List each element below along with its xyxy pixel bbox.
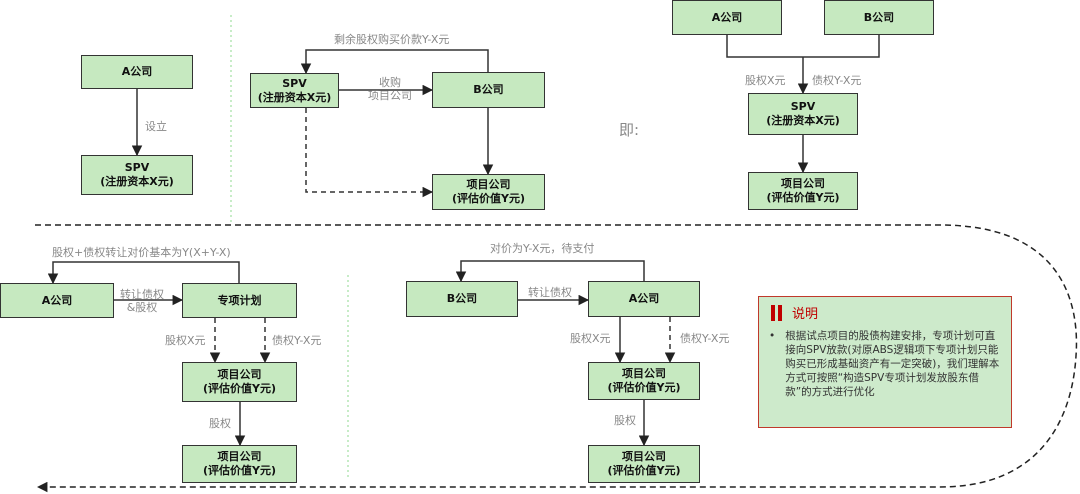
edge-label-line: 转让债权 [120, 288, 164, 301]
box-label: 项目公司 [622, 367, 666, 380]
spv-box: SPV(注册资本X元) [748, 93, 858, 135]
edge-label: 债权Y-X元 [272, 334, 322, 347]
edge-label-line: 收购 [379, 76, 401, 89]
box-label: A公司 [121, 65, 153, 78]
double-bar-icon [771, 304, 782, 321]
box-label: B公司 [446, 292, 478, 305]
edge-label: 股权+债权转让对价基本为Y(X+Y-X) [52, 246, 231, 259]
edge-label: 对价为Y-X元，待支付 [490, 242, 595, 255]
edge-label: 股权X元 [745, 74, 786, 87]
box-label: (评估价值Y元) [202, 464, 277, 477]
edge-label: 收购项目公司 [368, 76, 412, 102]
box-label: A公司 [628, 292, 660, 305]
project-company-box: 项目公司(评估价值Y元) [748, 172, 858, 210]
box-label: B公司 [863, 10, 895, 24]
edge-label-line: 项目公司 [368, 89, 412, 102]
project-company-box: 项目公司(评估价值Y元) [588, 445, 700, 483]
project-company-box: 项目公司(评估价值Y元) [432, 174, 545, 210]
box-label: A公司 [711, 10, 743, 24]
project-company-box: 项目公司(评估价值Y元) [182, 445, 297, 483]
arrow-b-to-spv-loop [300, 49, 489, 75]
box-label: (注册资本X元) [257, 90, 332, 104]
box-label: 专项计划 [217, 293, 262, 307]
line-a-merge [726, 35, 880, 58]
b-company-box: B公司 [432, 72, 545, 108]
equals-label: 即: [619, 121, 640, 139]
b-company-box: B公司 [824, 0, 934, 35]
project-company-box: 项目公司(评估价值Y元) [182, 362, 297, 402]
box-label: (评估价值Y元) [607, 381, 681, 394]
edge-label: 股权X元 [165, 334, 206, 347]
edge-label: 转让债权 [528, 286, 572, 299]
box-label: (评估价值Y元) [451, 192, 526, 205]
box-label: 项目公司 [217, 368, 262, 381]
arrow-plan-to-a-loop [47, 261, 240, 285]
edge-label: 债权Y-X元 [812, 74, 862, 87]
edge-label: 转让债权&股权 [120, 288, 164, 314]
box-label: 项目公司 [217, 450, 262, 463]
special-plan-box: 专项计划 [182, 283, 297, 318]
edge-label: 股权 [209, 417, 231, 430]
edge-label: 债权Y-X元 [680, 332, 730, 345]
project-company-box: 项目公司(评估价值Y元) [588, 362, 700, 400]
b-company-box: B公司 [406, 281, 518, 317]
edge-label: 股权X元 [570, 332, 611, 345]
note-header: 说明 [771, 303, 818, 322]
arrow-a-to-b-loop [455, 260, 645, 283]
note-title: 说明 [792, 307, 819, 322]
box-label: B公司 [473, 83, 504, 96]
note-body: • 根据试点项目的股债构建安排，专项计划可直接向SPV放款(对原ABS逻辑项下专… [769, 329, 1001, 399]
edge-label-line: &股权 [126, 301, 158, 314]
box-label: (评估价值Y元) [607, 464, 681, 477]
spv-box: SPV(注册资本X元) [250, 73, 339, 108]
edge-label: 股权 [614, 414, 636, 427]
dashed-arrow-spv-to-proj [305, 108, 434, 198]
a-company-box: A公司 [0, 283, 114, 318]
box-label: SPV [790, 100, 816, 113]
box-label: SPV [124, 161, 150, 174]
box-label: SPV [282, 76, 307, 90]
edge-label: 剩余股权购买价款Y-X元 [334, 33, 450, 46]
box-label: (评估价值Y元) [202, 382, 277, 395]
box-label: 项目公司 [781, 177, 825, 190]
a-company-box: A公司 [81, 55, 193, 89]
box-label: (注册资本X元) [100, 175, 174, 188]
box-label: 项目公司 [466, 178, 511, 191]
bullet-icon: • [769, 330, 776, 342]
box-label: (注册资本X元) [766, 114, 840, 127]
spv-box: SPV(注册资本X元) [81, 155, 193, 195]
a-company-box: A公司 [588, 281, 700, 317]
dashed-loop-arrow [35, 224, 1078, 493]
box-label: 项目公司 [622, 450, 666, 463]
note-text: 根据试点项目的股债构建安排，专项计划可直接向SPV放款(对原ABS逻辑项下专项计… [785, 330, 1000, 398]
box-label: (评估价值Y元) [766, 191, 840, 204]
note-box: 说明 • 根据试点项目的股债构建安排，专项计划可直接向SPV放款(对原ABS逻辑… [758, 296, 1012, 428]
edge-label: 设立 [145, 120, 167, 133]
a-company-box: A公司 [672, 0, 782, 35]
box-label: A公司 [41, 293, 73, 307]
